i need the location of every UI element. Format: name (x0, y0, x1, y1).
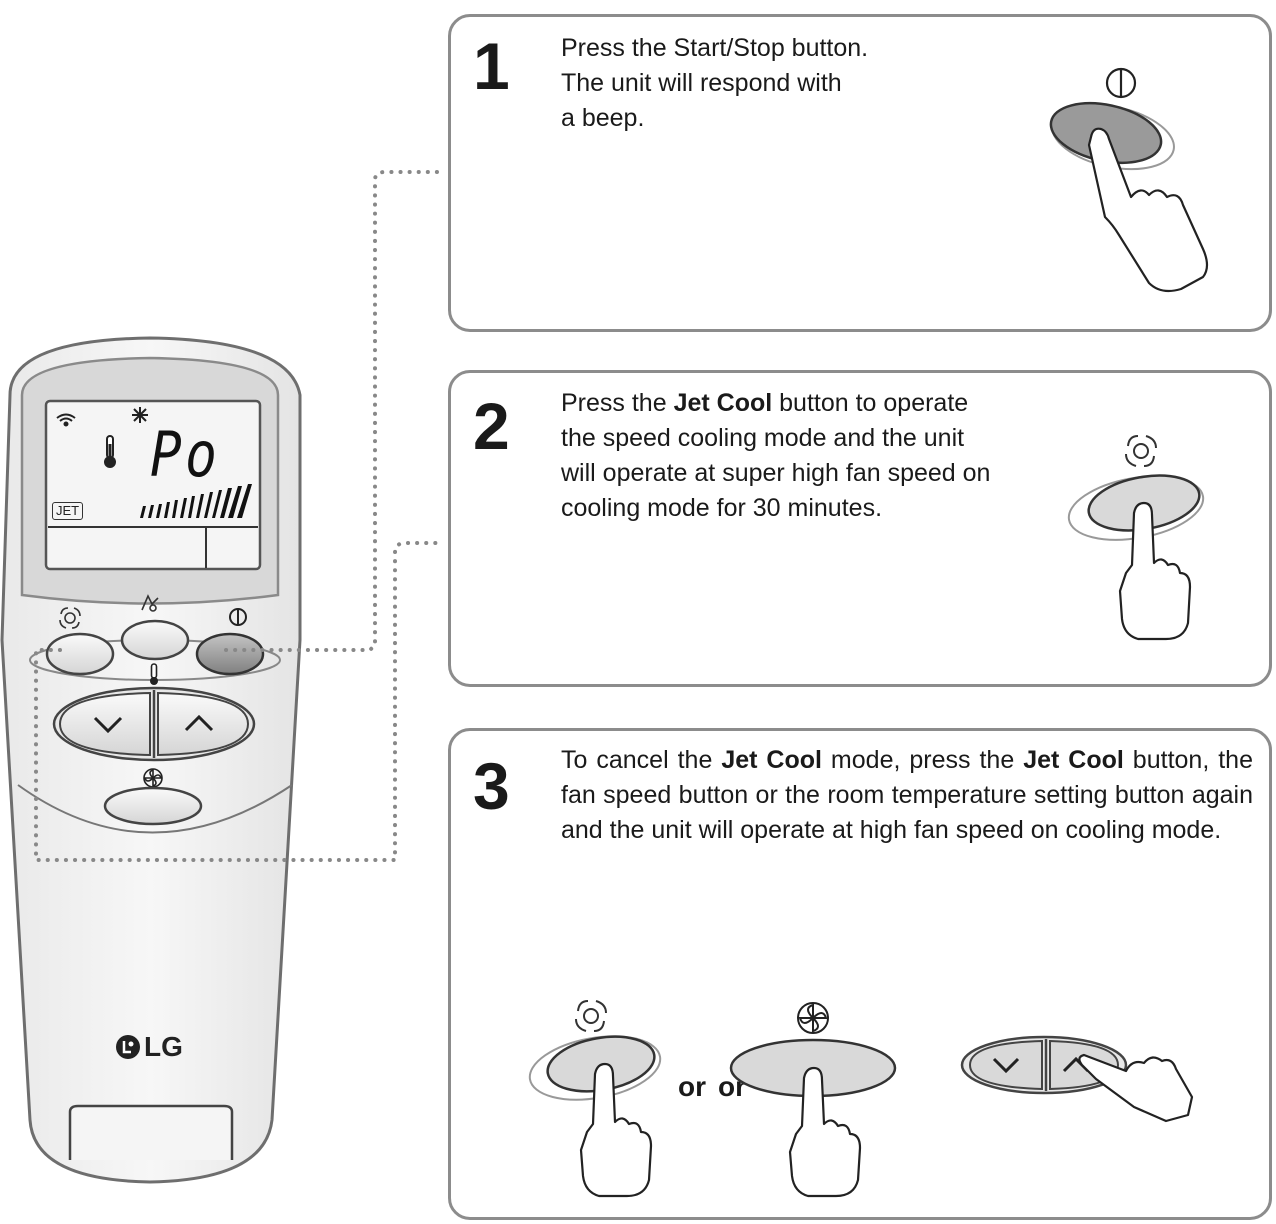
lcd-jet-badge: JET (52, 502, 84, 520)
snowflake-icon (132, 407, 148, 423)
power-icon (1105, 67, 1137, 99)
mode-icon (141, 594, 159, 612)
jet-cool-icon (59, 607, 81, 629)
fan-speed-option-illustration (729, 1002, 897, 1198)
jet-cool-option-illustration (528, 1000, 662, 1198)
chevron-down-icon (93, 716, 123, 734)
temperature-option-illustration (960, 1035, 1194, 1123)
hand-icon (1087, 127, 1209, 293)
start-stop-button[interactable] (195, 632, 265, 676)
or-label: or (678, 1071, 706, 1102)
jet-cool-button[interactable] (45, 632, 115, 676)
power-icon (229, 608, 247, 626)
temp-icon (150, 663, 158, 685)
step-number: 1 (473, 29, 510, 103)
step-number: 2 (473, 389, 510, 463)
jet-cool-icon (1125, 435, 1157, 467)
hand-icon (1118, 501, 1192, 641)
hand-icon (788, 1066, 862, 1198)
temp-up-button[interactable] (157, 691, 250, 757)
mode-button[interactable] (120, 619, 190, 661)
chevron-down-icon (992, 1057, 1020, 1074)
press-jet-cool-illustration (1067, 435, 1205, 641)
step-1-box: 1 Press the Start/Stop button. The unit … (448, 14, 1272, 332)
step-3-box: 3 To cancel the Jet Cool mode, press the… (448, 728, 1272, 1220)
lg-logo-icon (116, 1035, 140, 1059)
thermometer-icon (104, 435, 116, 468)
lcd-code: Po (150, 418, 221, 491)
step-text: Press the Jet Cool button to operate the… (561, 389, 991, 522)
jet-cool-icon (575, 1000, 607, 1032)
fan-speed-button[interactable] (103, 786, 203, 826)
leader-lines (34, 170, 444, 862)
hand-icon (1078, 1053, 1194, 1123)
step-text: To cancel the Jet Cool mode, press the J… (561, 746, 1253, 844)
step-2-box: 2 Press the Jet Cool button to operate t… (448, 370, 1272, 687)
signal-icon (56, 413, 76, 427)
fan-icon (143, 768, 163, 788)
temp-down-button[interactable] (58, 691, 151, 757)
hand-icon (579, 1062, 653, 1198)
step-text: Press the Start/Stop button. The unit wi… (561, 34, 869, 132)
fan-level-bars (140, 484, 252, 518)
temp-down-button (968, 1039, 1043, 1091)
press-start-stop-illustration (1049, 67, 1209, 293)
fan-icon (797, 1002, 829, 1034)
brand-label: LG (144, 1031, 183, 1062)
chevron-up-icon (184, 714, 214, 732)
step-number: 3 (473, 749, 510, 823)
